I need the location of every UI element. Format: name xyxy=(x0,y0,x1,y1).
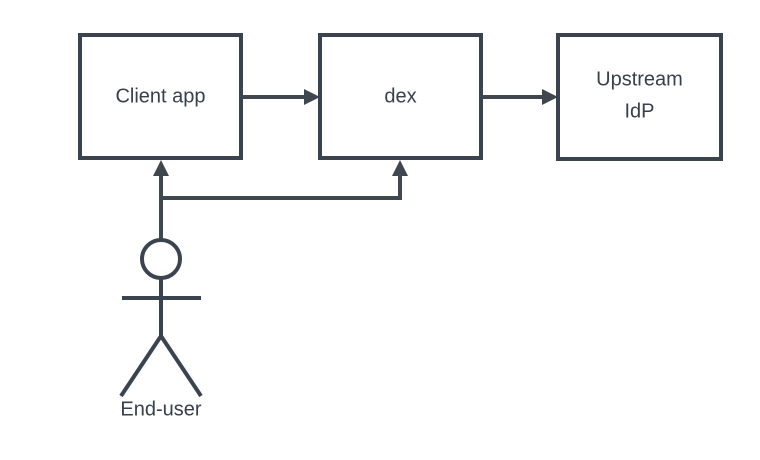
node-dex-label: dex xyxy=(384,85,416,107)
edge-end-user-to-client-app[interactable] xyxy=(153,160,169,240)
edge-client-app-to-dex[interactable] xyxy=(241,89,320,105)
actor-end-user[interactable]: End-user xyxy=(119,238,203,420)
edge-client-app-to-dex-arrowhead xyxy=(304,89,320,105)
actor-end-user-head-icon xyxy=(140,238,182,280)
node-dex[interactable]: dex xyxy=(318,33,483,160)
edge-end-user-to-dex-line xyxy=(161,174,402,200)
edge-end-user-to-client-app-arrowhead xyxy=(153,160,169,176)
actor-end-user-label: End-user xyxy=(120,398,201,420)
edge-dex-to-upstream-idp[interactable] xyxy=(481,89,558,105)
edge-end-user-to-dex[interactable] xyxy=(161,160,408,200)
node-client-app-rect xyxy=(78,33,243,160)
edge-end-user-to-dex-arrowhead xyxy=(392,160,408,176)
node-dex-rect xyxy=(318,33,483,160)
node-upstream-idp[interactable]: Upstream IdP xyxy=(556,33,723,161)
node-client-app-label: Client app xyxy=(115,85,205,107)
node-upstream-idp-label-line2: IdP xyxy=(624,100,654,122)
edge-dex-to-upstream-idp-arrowhead xyxy=(542,89,558,105)
actor-end-user-leg-right xyxy=(159,334,203,398)
node-upstream-idp-rect xyxy=(556,33,723,161)
node-client-app[interactable]: Client app xyxy=(78,33,243,160)
actor-end-user-leg-left xyxy=(119,334,163,398)
node-upstream-idp-label-line1: Upstream xyxy=(596,68,683,90)
